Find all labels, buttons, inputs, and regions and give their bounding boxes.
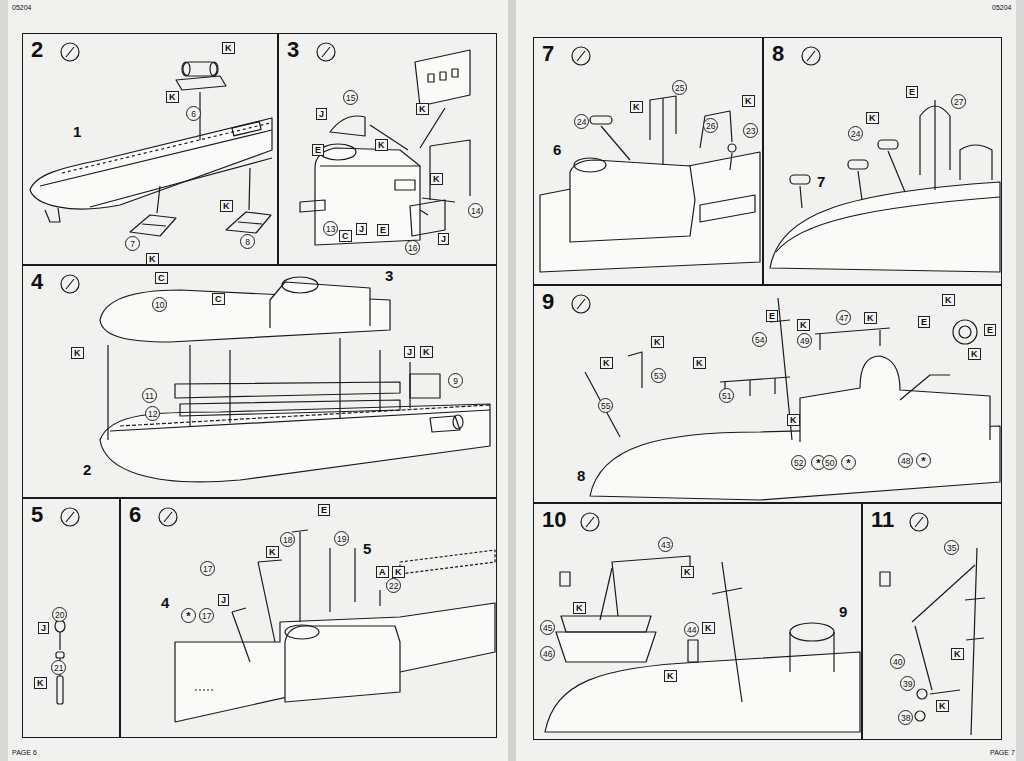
callout-number: 8 bbox=[240, 234, 255, 249]
color-code: K bbox=[866, 112, 879, 124]
color-code: K bbox=[951, 648, 964, 660]
step-number: 5 bbox=[31, 502, 43, 528]
step-number: 7 bbox=[542, 41, 554, 67]
color-code: K bbox=[797, 319, 810, 331]
step-panel: 8 bbox=[763, 37, 1002, 285]
callout-number: 7 bbox=[125, 236, 140, 251]
step-panel: 10 bbox=[533, 503, 862, 740]
color-code: K bbox=[420, 346, 433, 358]
step-number: 6 bbox=[129, 502, 141, 528]
step-panel: 4 bbox=[22, 265, 497, 498]
color-code: K bbox=[166, 91, 179, 103]
color-code: K bbox=[651, 336, 664, 348]
color-code: K bbox=[942, 294, 955, 306]
step-panel: 7 bbox=[533, 37, 763, 285]
step-panel: 5 bbox=[22, 498, 120, 738]
step-number: 4 bbox=[31, 269, 43, 295]
page-header: 05204 bbox=[992, 3, 1011, 12]
color-code: K bbox=[742, 95, 755, 107]
color-code: K bbox=[630, 101, 643, 113]
color-code: K bbox=[664, 670, 677, 682]
color-code: K bbox=[220, 200, 233, 212]
step-number: 11 bbox=[871, 507, 894, 533]
color-code: K bbox=[71, 347, 84, 359]
color-code: K bbox=[600, 357, 613, 369]
color-code: E bbox=[377, 224, 389, 236]
color-code: C bbox=[212, 293, 225, 305]
page-header: PAGE 7 bbox=[990, 748, 1015, 757]
callout-number: 11 bbox=[142, 388, 157, 403]
step-panel: 6 bbox=[120, 498, 497, 738]
color-code: J bbox=[38, 622, 49, 634]
assembly-number: 4 bbox=[160, 595, 170, 611]
color-code: E bbox=[766, 310, 778, 322]
color-code: K bbox=[864, 312, 877, 324]
callout-number: 6 bbox=[186, 106, 201, 121]
callout-mark: * bbox=[916, 453, 931, 468]
color-code: A bbox=[376, 566, 389, 578]
color-code: C bbox=[339, 230, 352, 242]
callout-mark: * bbox=[841, 455, 856, 470]
color-code: J bbox=[438, 233, 449, 245]
color-code: K bbox=[968, 348, 981, 360]
color-code: J bbox=[316, 108, 327, 120]
color-code: K bbox=[787, 414, 800, 426]
color-code: E bbox=[906, 86, 918, 98]
page-header: PAGE 6 bbox=[12, 748, 37, 757]
step-panel: 2 bbox=[22, 33, 278, 265]
color-code: E bbox=[312, 144, 324, 156]
step-number: 10 bbox=[542, 507, 566, 533]
step-panel: 11 bbox=[862, 503, 1002, 740]
assembly-number: 3 bbox=[384, 268, 394, 284]
color-code: K bbox=[681, 566, 694, 578]
color-code: E bbox=[918, 316, 930, 328]
assembly-number: 9 bbox=[838, 604, 848, 620]
color-code: K bbox=[573, 602, 586, 614]
color-code: K bbox=[146, 253, 159, 265]
assembly-number: 1 bbox=[72, 124, 82, 140]
color-code: K bbox=[936, 700, 949, 712]
assembly-number: 6 bbox=[552, 142, 562, 158]
assembly-number: 7 bbox=[816, 174, 826, 190]
color-code: K bbox=[375, 139, 388, 151]
color-code: J bbox=[404, 346, 415, 358]
page-header: 05204 bbox=[12, 3, 31, 12]
color-code: C bbox=[155, 272, 168, 284]
color-code: E bbox=[984, 324, 996, 336]
color-code: K bbox=[222, 42, 235, 54]
assembly-number: 8 bbox=[576, 468, 586, 484]
color-code: K bbox=[416, 103, 429, 115]
color-code: J bbox=[218, 594, 229, 606]
color-code: J bbox=[356, 223, 367, 235]
color-code: E bbox=[318, 504, 330, 516]
color-code: K bbox=[392, 566, 405, 578]
callout-number: 9 bbox=[448, 373, 463, 388]
step-number: 3 bbox=[287, 37, 299, 63]
color-code: K bbox=[34, 677, 47, 689]
callout-mark: * bbox=[181, 608, 196, 623]
color-code: K bbox=[266, 546, 279, 558]
color-code: K bbox=[702, 622, 715, 634]
color-code: K bbox=[693, 357, 706, 369]
step-number: 9 bbox=[542, 289, 554, 315]
assembly-number: 2 bbox=[82, 462, 92, 478]
step-number: 8 bbox=[772, 41, 784, 67]
color-code: K bbox=[430, 173, 443, 185]
assembly-number: 5 bbox=[362, 541, 372, 557]
step-number: 2 bbox=[31, 37, 43, 63]
